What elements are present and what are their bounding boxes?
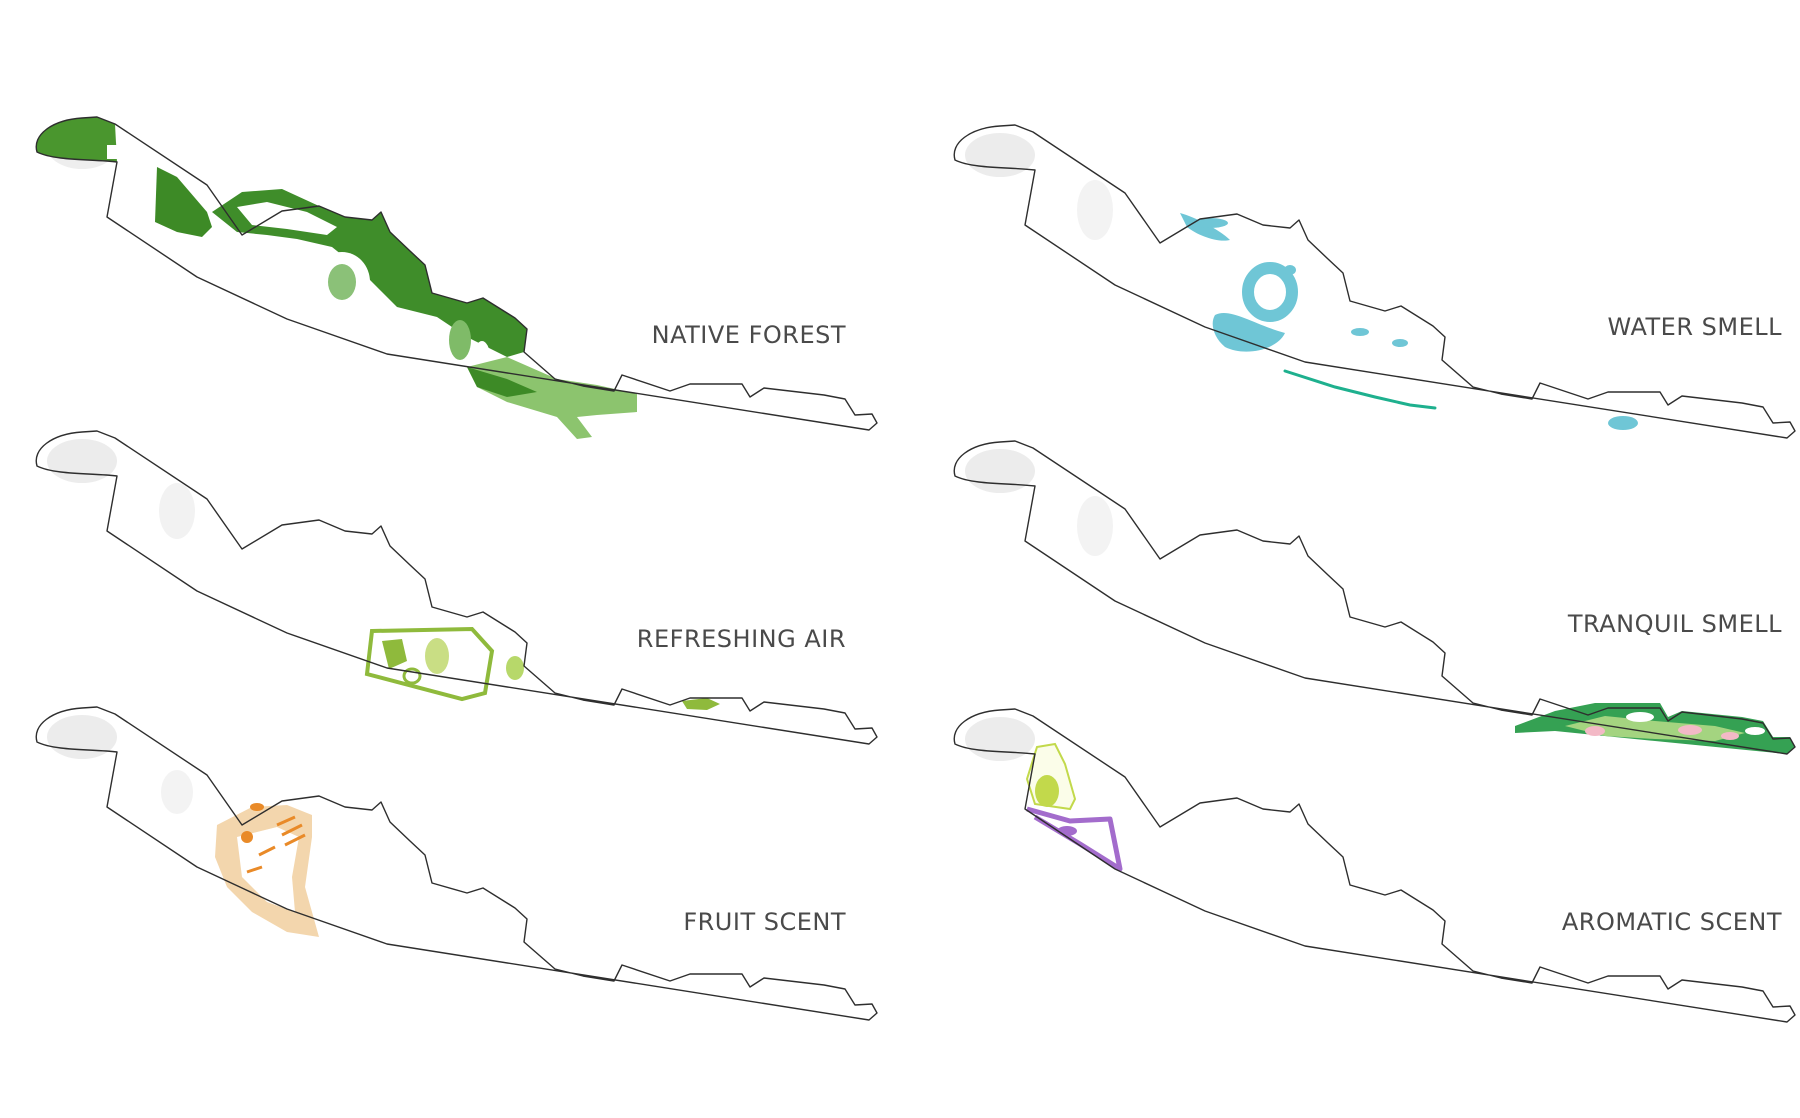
ghost-blob bbox=[161, 770, 193, 814]
tranquil-pink-1 bbox=[1585, 726, 1605, 736]
ghost-hill bbox=[965, 133, 1035, 177]
water-ring bbox=[1242, 262, 1298, 322]
air-east-pond bbox=[506, 656, 524, 680]
diagram-refreshing-air bbox=[35, 430, 878, 745]
air-inner-green bbox=[382, 639, 407, 669]
label-water-smell: WATER SMELL bbox=[1607, 313, 1782, 341]
label-native-forest: NATIVE FOREST bbox=[651, 321, 846, 349]
diagram-water-smell bbox=[953, 124, 1796, 439]
forest-dark-band bbox=[467, 367, 537, 397]
water-stream bbox=[1283, 369, 1437, 410]
diagram-tranquil-smell bbox=[953, 440, 1796, 755]
water-spot-2 bbox=[1351, 328, 1369, 336]
water-spot-1 bbox=[1284, 265, 1296, 275]
water-east-pond bbox=[1608, 416, 1638, 430]
water-spot-3 bbox=[1392, 339, 1408, 347]
forest-light-tail bbox=[467, 357, 637, 439]
aromatic-lavender-spot bbox=[1057, 826, 1077, 836]
water-pond-2 bbox=[1192, 218, 1228, 228]
water-lake bbox=[1212, 312, 1285, 352]
ghost-blob bbox=[159, 483, 195, 539]
fruit-tree-2 bbox=[250, 803, 264, 811]
forest-strip-a bbox=[155, 167, 212, 237]
tranquil-pink-3 bbox=[1721, 732, 1739, 740]
fruit-tree-1 bbox=[241, 831, 253, 843]
ghost-hill bbox=[965, 717, 1035, 761]
tranquil-white-1 bbox=[1626, 712, 1654, 722]
ghost-hill bbox=[47, 439, 117, 483]
forest-west-head bbox=[36, 117, 117, 162]
forest-strip-b bbox=[212, 189, 527, 357]
diagram-native-forest bbox=[35, 116, 878, 439]
air-inner-disc bbox=[402, 667, 422, 685]
fruit-orchard-void bbox=[237, 827, 299, 912]
forest-clearings bbox=[237, 202, 337, 235]
ghost-blob bbox=[1077, 180, 1113, 240]
tranquil-light-patch bbox=[1565, 716, 1745, 741]
tranquil-pink-2 bbox=[1678, 725, 1702, 735]
diagram-fruit-scent bbox=[35, 706, 878, 1021]
air-east-strip bbox=[682, 698, 720, 710]
label-fruit-scent: FRUIT SCENT bbox=[683, 908, 846, 936]
aromatic-lavender bbox=[1026, 806, 1123, 872]
diagram-aromatic-scent bbox=[953, 708, 1796, 1023]
ghost-blob bbox=[1077, 496, 1113, 556]
aromatic-herb-bed bbox=[1035, 775, 1059, 807]
ghost-hill bbox=[47, 715, 117, 759]
ghost-hill bbox=[965, 449, 1035, 493]
air-inner-pond bbox=[425, 638, 449, 674]
forest-lower-pond bbox=[449, 320, 471, 360]
fruit-rows bbox=[246, 815, 306, 874]
tranquil-white-2 bbox=[1745, 727, 1765, 735]
forest-pond bbox=[328, 264, 356, 300]
label-refreshing-air: REFRESHING AIR bbox=[636, 625, 846, 653]
label-tranquil-smell: TRANQUIL SMELL bbox=[1567, 610, 1782, 638]
label-aromatic-scent: AROMATIC SCENT bbox=[1561, 908, 1782, 936]
clearing bbox=[107, 145, 119, 159]
